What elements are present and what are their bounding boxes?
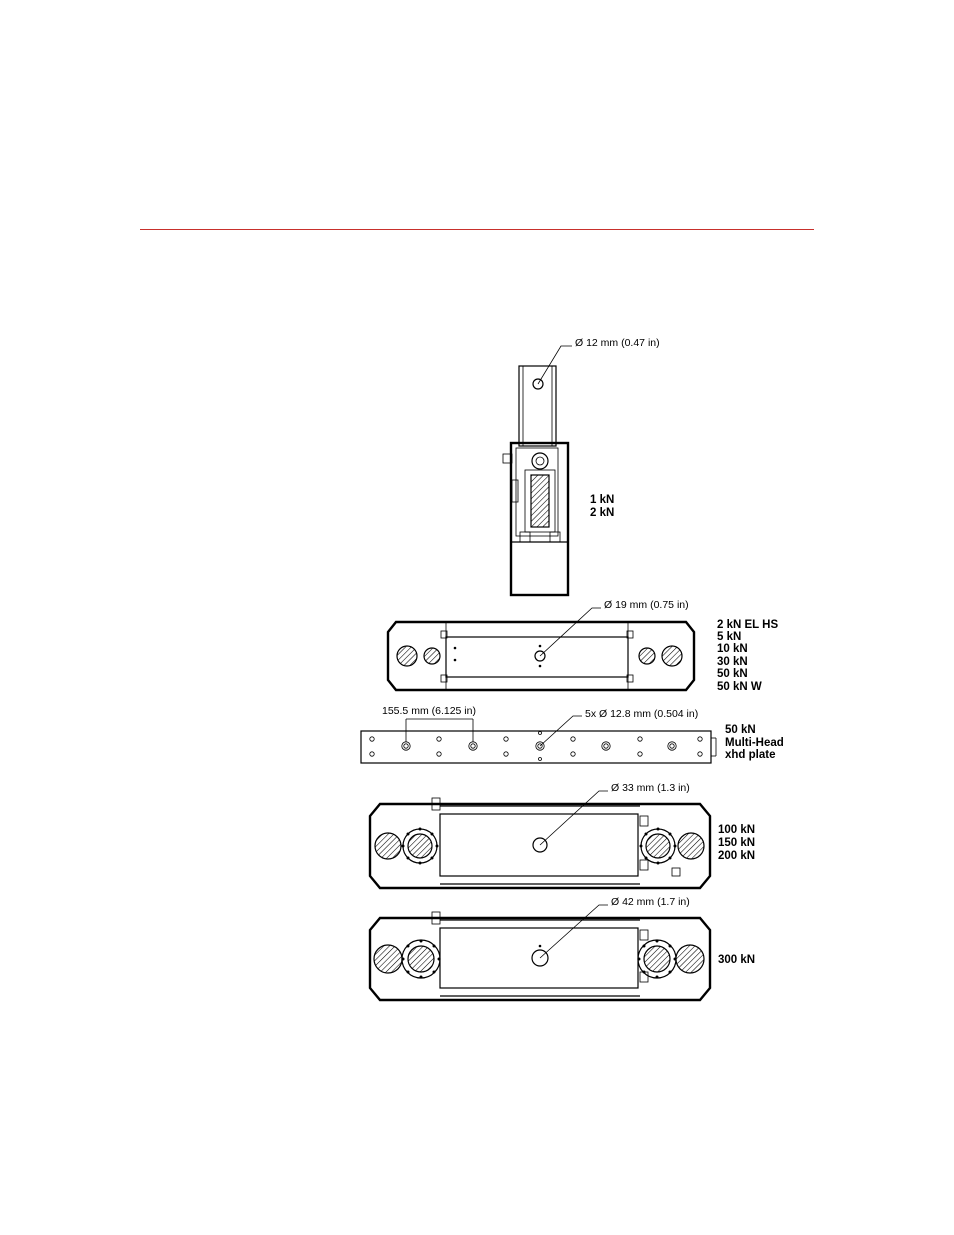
grip-200kn-capacity-1: 150 kN (718, 837, 755, 849)
grip-300kn-dimension: Ø 42 mm (1.7 in) (611, 896, 690, 908)
xhd-plate-drawing (361, 731, 716, 763)
grip-1kn-capacity-1: 2 kN (590, 507, 614, 519)
xhd-plate-spacing: 155.5 mm (6.125 in) (382, 705, 476, 717)
xhd-plate-capacity-1: Multi-Head (725, 737, 784, 749)
grip-1kn-dimension: Ø 12 mm (0.47 in) (575, 337, 660, 349)
grip-50kn-drawing (388, 622, 694, 690)
grip-50kn-capacity-5: 50 kN W (717, 681, 762, 693)
grip-50kn-dimension: Ø 19 mm (0.75 in) (604, 599, 689, 611)
grip-200kn-drawing (370, 798, 710, 888)
xhd-plate-spacing-callout: 155.5 mm (6.125 in) (382, 705, 476, 742)
xhd-plate-dimension: 5x Ø 12.8 mm (0.504 in) (585, 708, 698, 720)
grip-300kn-callout: Ø 42 mm (1.7 in) (540, 896, 690, 958)
grip-300kn-drawing (370, 912, 710, 1000)
xhd-plate-capacity-2: xhd plate (725, 749, 775, 761)
grip-50kn-capacity-3: 30 kN (717, 656, 748, 668)
grip-50kn-capacity-0: 2 kN EL HS (717, 619, 778, 631)
grip-50kn-capacity-4: 50 kN (717, 668, 748, 680)
grip-50kn-capacity-1: 5 kN (717, 631, 741, 643)
grip-200kn-capacity-0: 100 kN (718, 824, 755, 836)
grip-50kn-capacity-2: 10 kN (717, 643, 748, 655)
grip-1kn-drawing (503, 366, 568, 595)
grip-1kn-capacity-0: 1 kN (590, 494, 614, 506)
xhd-plate-capacity-0: 50 kN (725, 724, 756, 736)
grip-200kn-capacity-2: 200 kN (718, 850, 755, 862)
grip-300kn-capacity-0: 300 kN (718, 954, 755, 966)
grip-200kn-dimension: Ø 33 mm (1.3 in) (611, 782, 690, 794)
xhd-plate-hole-callout: 5x Ø 12.8 mm (0.504 in) (540, 708, 698, 746)
